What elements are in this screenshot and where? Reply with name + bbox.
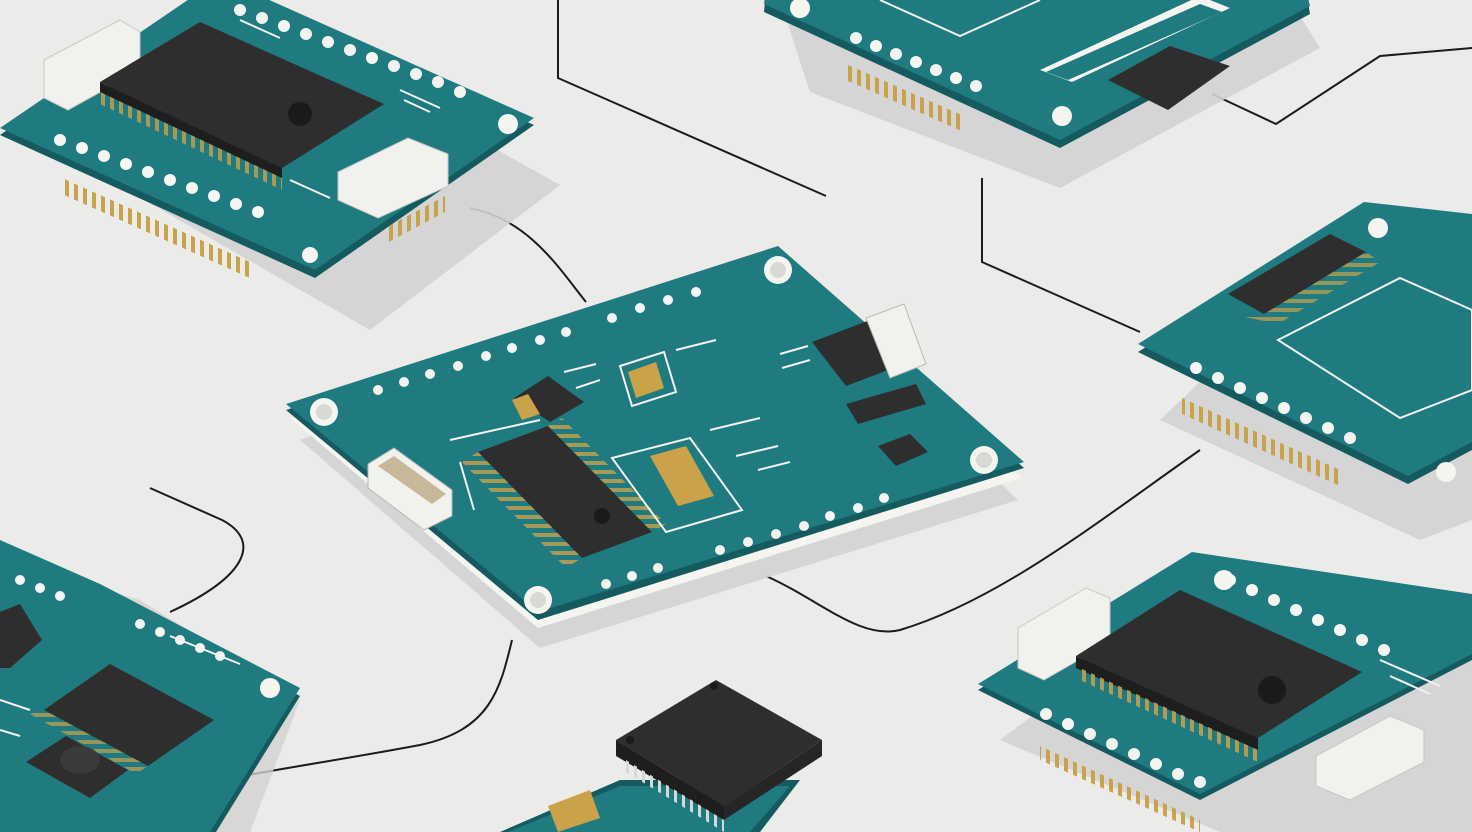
board-bottom-center bbox=[500, 680, 822, 832]
board-bottom-right bbox=[978, 552, 1472, 832]
wire bbox=[1211, 47, 1472, 126]
board-top-left bbox=[0, 0, 560, 330]
board-top-center bbox=[764, 0, 1320, 188]
board-bottom-left bbox=[0, 540, 300, 832]
connection-wires bbox=[149, 0, 1472, 785]
wire bbox=[981, 178, 1141, 333]
board-center bbox=[286, 246, 1024, 648]
pad-row bbox=[54, 4, 466, 218]
wire bbox=[557, 0, 827, 197]
wire bbox=[765, 449, 1201, 633]
wire bbox=[149, 487, 245, 613]
board-right bbox=[1138, 202, 1472, 540]
